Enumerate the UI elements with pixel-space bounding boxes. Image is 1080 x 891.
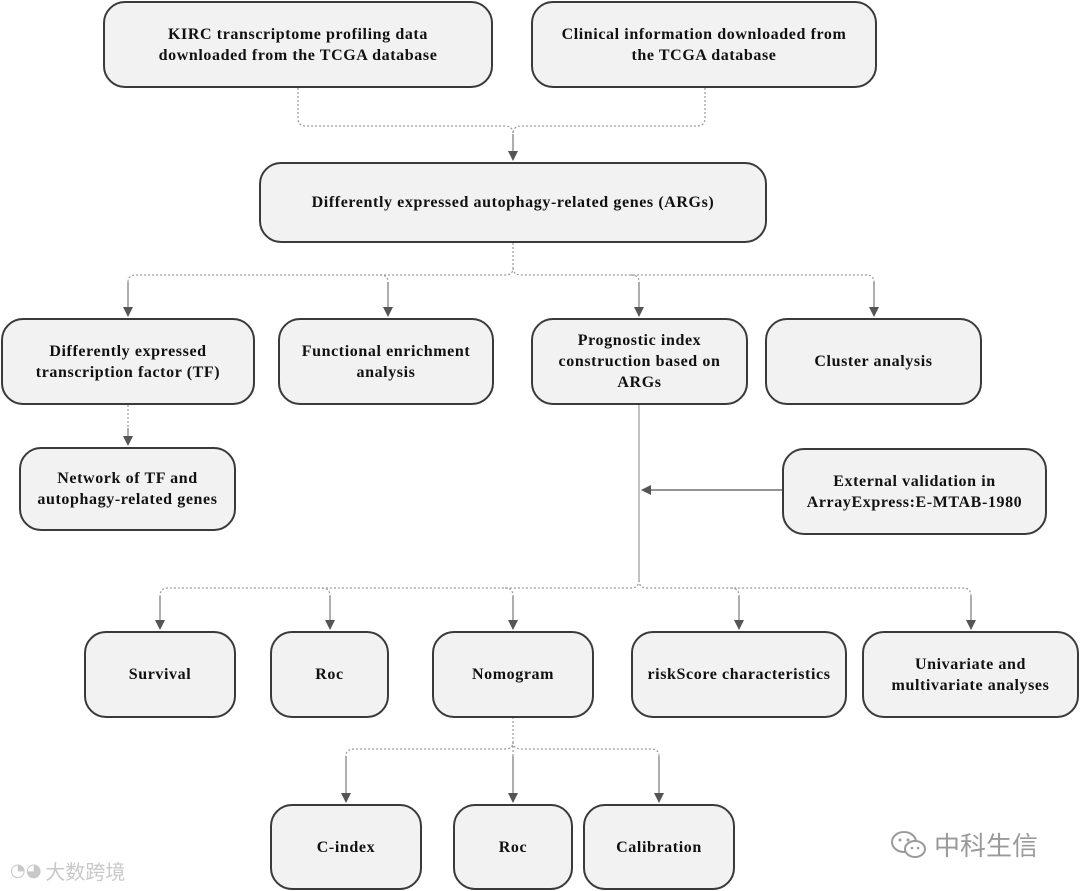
connector-fanout-left <box>159 579 640 597</box>
roc-box: Roc <box>270 631 389 718</box>
riskscore-box: riskScore characteristics <box>631 631 847 718</box>
connector-args-functional <box>379 274 389 283</box>
clinical-info-box: Clinical information downloaded from the… <box>531 1 877 88</box>
connector-fanout-riskscore <box>730 587 740 597</box>
watermark-left-text: 大数跨境 <box>45 860 126 884</box>
survival-box: Survival <box>84 631 236 718</box>
connector-kirc-to-args <box>297 88 514 135</box>
external-validation-box: External validation in ArrayExpress:E-MT… <box>782 448 1047 535</box>
wechat-icon <box>891 830 926 858</box>
watermark-left-logo-icon: ◔◕ <box>10 860 42 881</box>
watermark-left: ◔◕ 大数跨境 <box>10 856 125 885</box>
prognostic-index-box: Prognostic index construction based on A… <box>531 318 748 405</box>
connector-args-prognostic <box>630 274 640 283</box>
roc-nomogram-box: Roc <box>453 804 573 890</box>
cluster-analysis-box: Cluster analysis <box>765 318 982 405</box>
connector-fanout-right <box>638 579 972 597</box>
calibration-box: Calibration <box>583 804 735 890</box>
nomogram-box: Nomogram <box>432 631 594 718</box>
connector-clinical-to-args <box>512 88 706 135</box>
tf-network-box: Network of TF and autophagy-related gene… <box>19 447 236 531</box>
kirc-data-box: KIRC transcriptome profiling data downlo… <box>103 1 493 88</box>
connector-args-right <box>512 267 875 283</box>
connector-nomogram-trunk <box>345 717 514 757</box>
c-index-box: C-index <box>270 804 422 890</box>
univariate-box: Univariate and multivariate analyses <box>862 631 1079 718</box>
watermark-right: 中科生信 <box>890 826 1038 863</box>
connector-fanout-roc <box>321 587 331 597</box>
functional-enrichment-box: Functional enrichment analysis <box>278 318 494 405</box>
connector-args-trunk <box>127 243 514 283</box>
connector-nomogram-right <box>512 741 660 757</box>
watermark-right-text: 中科生信 <box>934 832 1039 862</box>
diff-tf-box: Differently expressed transcription fact… <box>1 318 255 405</box>
connector-fanout-nomogram <box>504 587 514 597</box>
diff-args-box: Differently expressed autophagy-related … <box>259 162 767 243</box>
